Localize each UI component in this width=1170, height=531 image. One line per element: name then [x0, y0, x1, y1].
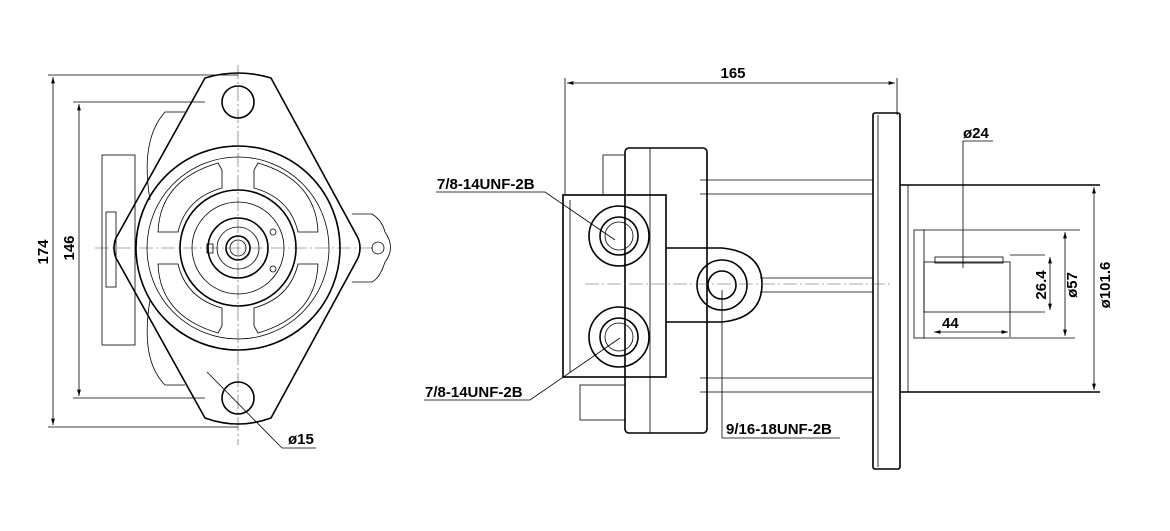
dim-44-label: 44	[942, 315, 959, 332]
shaft-bore	[225, 235, 251, 261]
port-lower-boss	[588, 306, 650, 368]
housing-outer-circle	[135, 145, 341, 351]
right-lug-hole	[371, 241, 385, 255]
dim-o57-label: ø57	[1064, 272, 1081, 298]
dim-26-label: 26.4	[1033, 270, 1050, 300]
valve-block	[562, 194, 667, 378]
motor-body	[624, 147, 708, 434]
side-block-inner	[105, 211, 117, 288]
hub-screw	[269, 228, 277, 236]
bolt-hole-bottom	[221, 381, 255, 415]
port-lower-thread	[599, 317, 639, 357]
dim-o101-label: ø101.6	[1097, 262, 1114, 309]
dim-o15-leader	[206, 371, 283, 449]
body-outline-top	[146, 111, 185, 201]
port-lower-label-text: 7/8-14UNF-2B	[425, 384, 523, 401]
hub-screw	[269, 265, 277, 273]
port-lower-leader	[424, 337, 621, 401]
front-view: 174 146 ø15	[35, 65, 391, 449]
dim-165-label: 165	[720, 65, 745, 82]
shaft-core	[229, 239, 247, 257]
port-drain-label: 9/16-18UNF-2B	[726, 421, 832, 438]
hub-inner-circle	[191, 201, 285, 295]
port-upper-leader	[436, 191, 616, 241]
tie-rods	[700, 179, 873, 393]
side-view: 165	[424, 65, 1114, 470]
mounting-flange	[113, 72, 361, 425]
shaft	[923, 261, 1011, 313]
port-upper-boss	[588, 205, 650, 267]
shaft-seal	[207, 217, 269, 279]
right-lug	[352, 213, 391, 283]
port-drain-leader	[721, 290, 840, 439]
dim-146-label: 146	[61, 235, 78, 260]
port-upper-bore	[604, 221, 634, 251]
dim-o24-leader	[962, 140, 993, 268]
shaft-key	[206, 243, 214, 254]
pilot-collar	[913, 229, 925, 339]
body-cap-top	[602, 154, 626, 196]
port-lower-bore	[604, 322, 634, 352]
shaft-key	[934, 256, 1004, 264]
hub-circle	[179, 189, 297, 307]
dim-174-label: 174	[35, 239, 52, 265]
body-cap-bottom	[579, 384, 626, 421]
housing-inner-circle	[146, 156, 330, 340]
port-upper-label: 7/8-14UNF-2B	[437, 176, 535, 193]
dim-o15-label: ø15	[288, 431, 314, 448]
shaft-outer	[216, 226, 260, 270]
port-upper-thread	[599, 216, 639, 256]
bolt-hole-top	[221, 85, 255, 119]
dim-o24-label: ø24	[963, 125, 990, 142]
side-block	[101, 154, 136, 346]
mounting-plate	[872, 112, 901, 470]
housing-windows	[157, 162, 319, 334]
body-outline-bottom	[146, 299, 185, 386]
